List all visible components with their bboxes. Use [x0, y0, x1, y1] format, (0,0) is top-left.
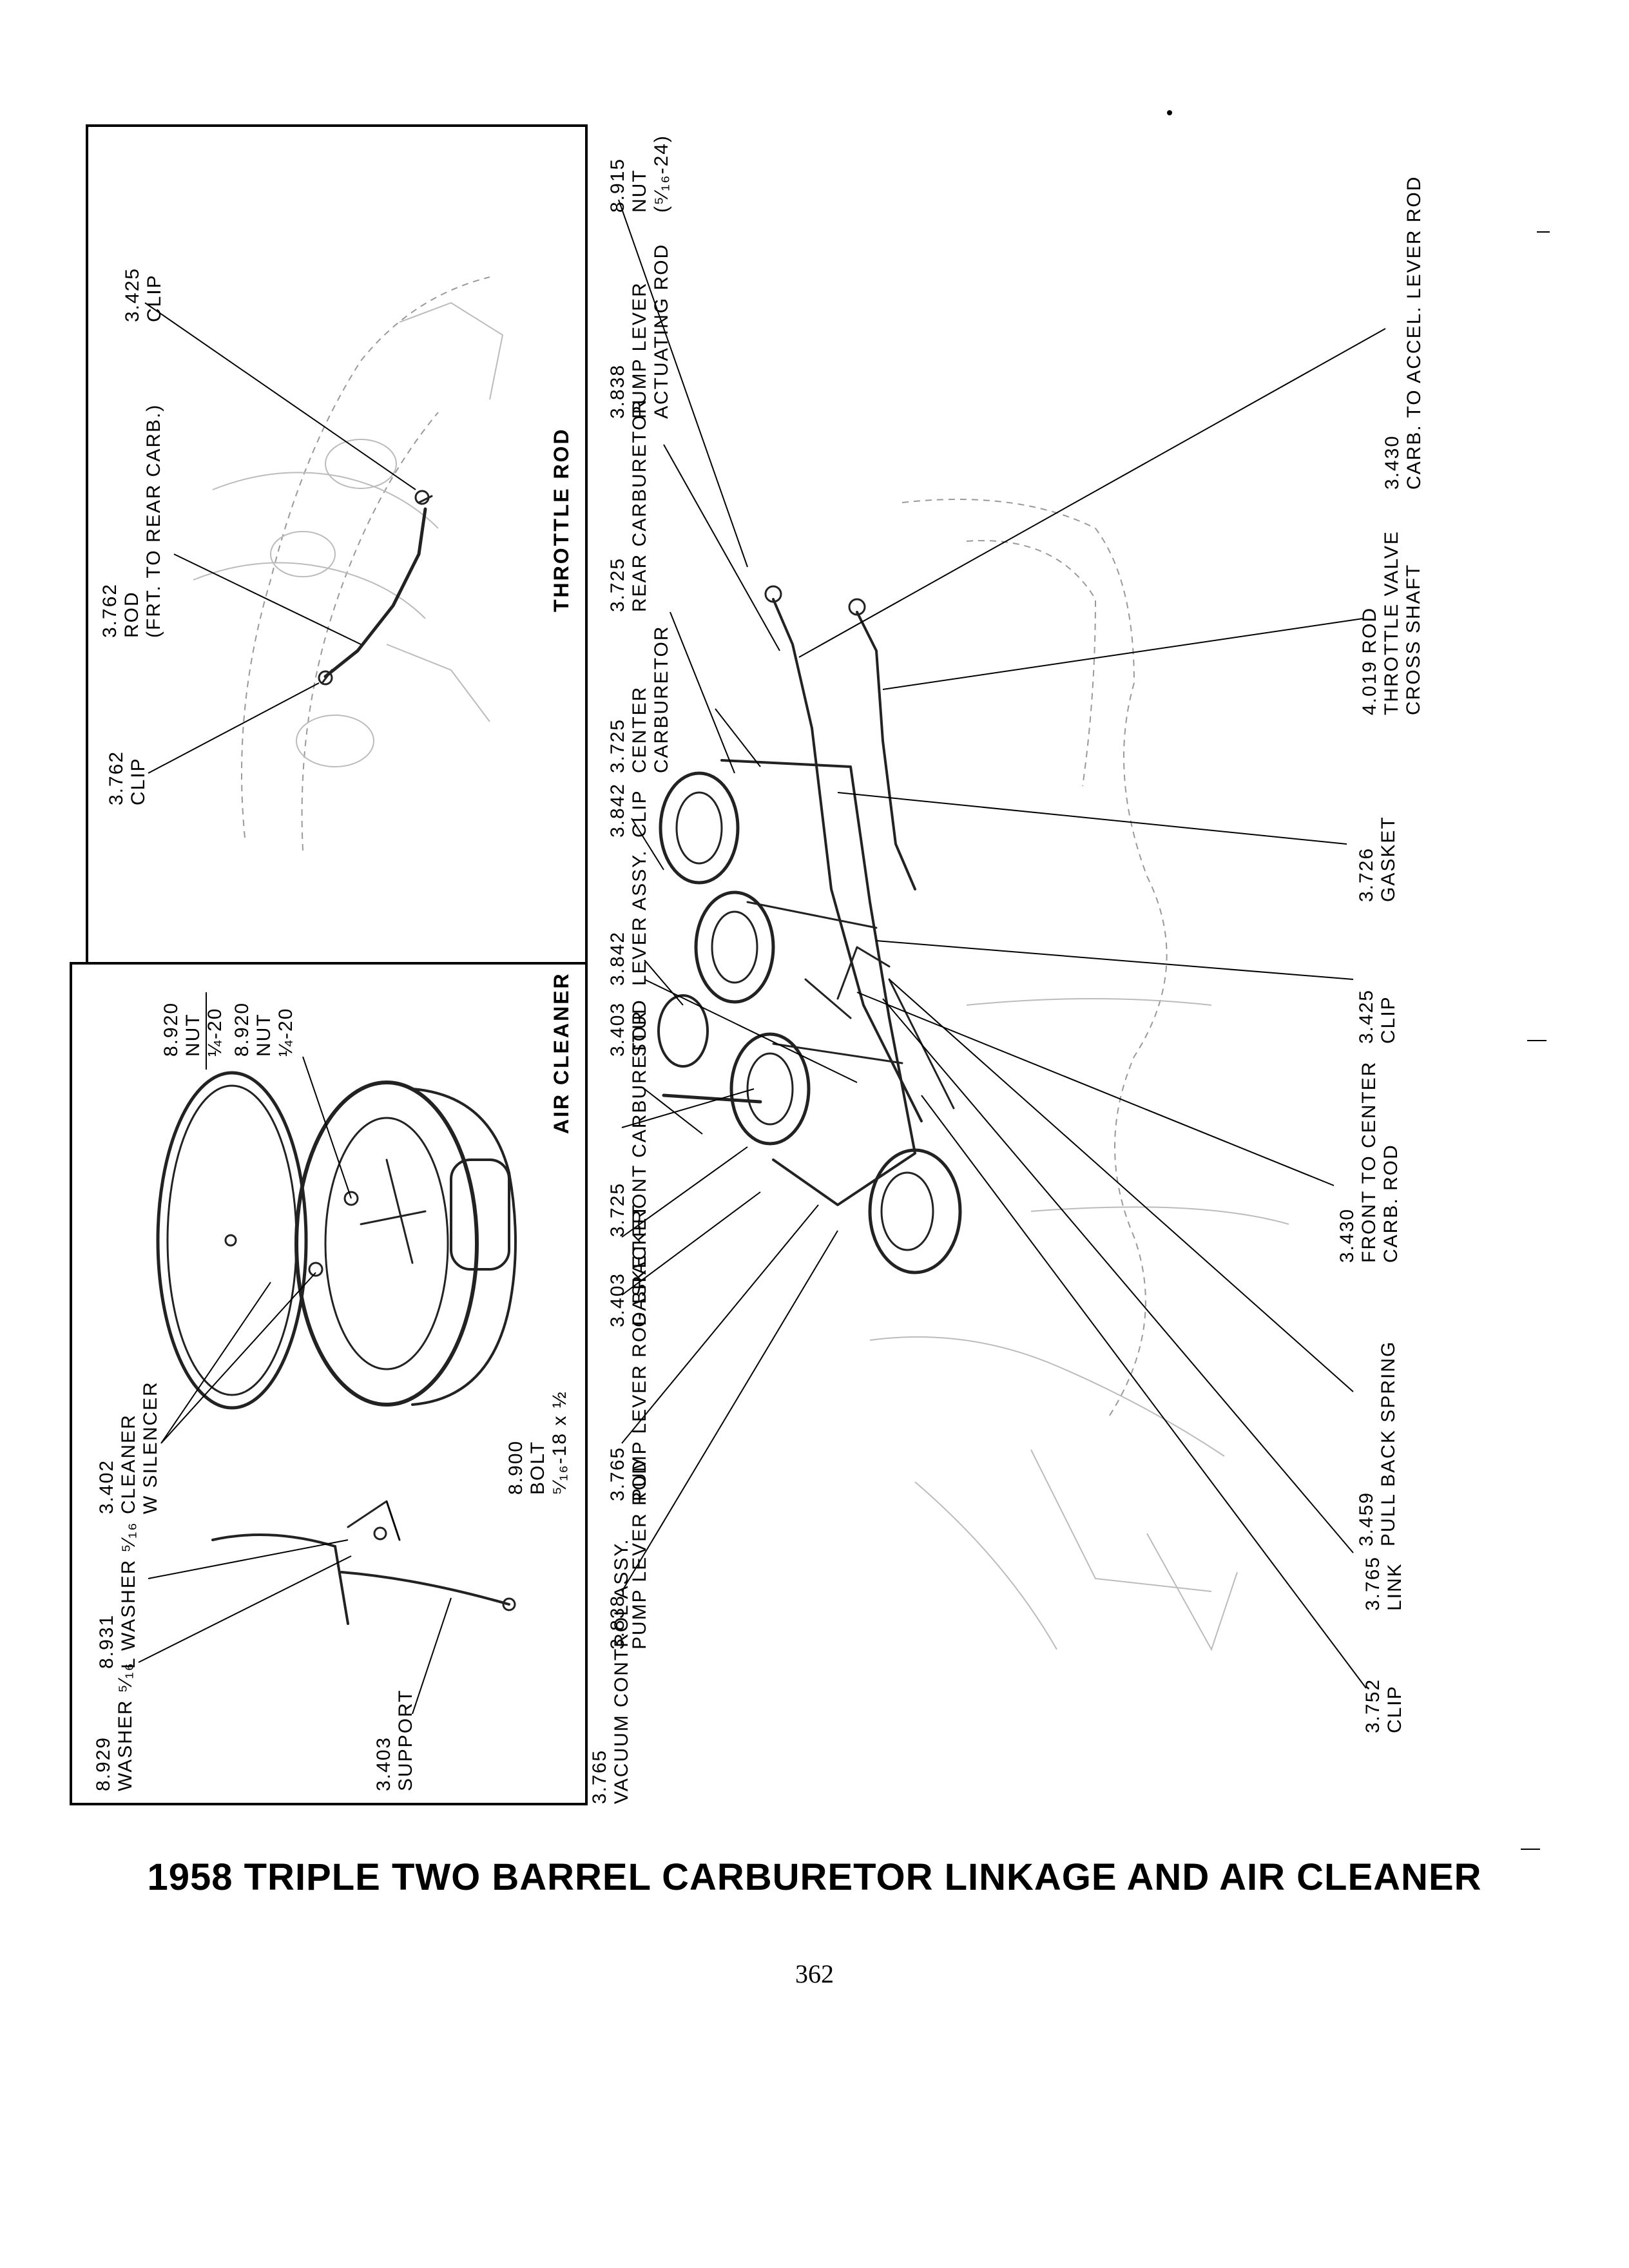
linkage-rods-sketch: [764, 585, 955, 1122]
label-3425-clip-right: 3.425CLIP: [1356, 989, 1399, 1044]
label-4019-cross-shaft: 4.019 RODTHROTTLE VALVECROSS SHAFT: [1359, 530, 1424, 715]
label-3762-clip: 3.762CLIP: [106, 751, 149, 805]
label-3403-support: 3.403SUPPORT: [373, 1689, 416, 1791]
label-8920-nut-b: 8.920NUT¼-20: [231, 1002, 296, 1057]
label-3725-front-carb: 3.725FRONT CARBURETOR: [607, 1010, 650, 1237]
label-8920-nut-a: 8.920NUT¼-20: [160, 1002, 226, 1057]
inset-frame-air-cleaner: [70, 962, 588, 1805]
label-3430-center-rod: 3.430FRONT TO CENTERCARB. ROD: [1336, 1061, 1402, 1263]
label-8929-washer: 8.929WASHER ⁵⁄₁₆: [93, 1662, 136, 1791]
label-3838-pump-lever: 3.838PUMP LEVERACTUATING ROD: [607, 244, 672, 419]
label-3765-bracket: 3.765PUMP LEVER ROD BRACKET: [607, 1204, 650, 1501]
engine-ghost-sketch: [193, 276, 504, 851]
label-3459-spring: 3.459PULL BACK SPRING: [1356, 1341, 1399, 1546]
label-3838-pump-lever-rod: 3.838PUMP LEVER ROD: [607, 1459, 650, 1649]
label-3725-center-carb: 3.725CENTERCARBURETOR: [607, 626, 672, 773]
label-3762-rod: 3.762ROD(FRT. TO REAR CARB.): [99, 404, 164, 638]
label-3403-stud: 3.403STUD: [607, 999, 650, 1057]
leader-lines: [138, 199, 1386, 1715]
label-8931-washer: 8.931L WASHER ⁵⁄₁₆: [96, 1522, 139, 1669]
label-8915-nut: 8.915NUT(⁵⁄₁₆-24): [607, 135, 672, 213]
figure-caption: 1958 TRIPLE TWO BARREL CARBURETOR LINKAG…: [147, 1856, 1482, 1898]
label-3752-clip: 3.752CLIP: [1362, 1678, 1405, 1733]
main-assembly-sketch: [869, 499, 1289, 1651]
label-3402-cleaner: 3.402CLEANERW SILENCER: [96, 1381, 161, 1514]
frame-title-air-cleaner: AIR CLEANER: [550, 972, 573, 1134]
label-3842-lever-assy: 3.842LEVER ASSY.: [607, 849, 650, 986]
label-3726-gasket: 3.726GASKET: [1356, 816, 1399, 902]
label-3842-clip: 3.842CLIP: [607, 783, 650, 838]
support-bracket-sketch: [211, 1500, 516, 1625]
label-3765-link: 3.765LINK: [1362, 1556, 1405, 1611]
label-3403-gasket: 3.403GASKET: [607, 1241, 650, 1327]
carburetors-sketch: [657, 759, 962, 1274]
label-8900-bolt: 8.900BOLT⁵⁄₁₆-18 x ½: [505, 1390, 570, 1495]
air-cleaner-sketch: [156, 1071, 517, 1410]
part-labels: 3.425CLIP 3.762ROD(FRT. TO REAR CARB.) 3…: [93, 135, 1425, 1804]
label-3430-accel-rod: 3.430CARB. TO ACCEL. LEVER ROD: [1382, 176, 1425, 490]
label-3425-clip-top: 3.425CLIP: [122, 267, 165, 322]
page-number: 362: [795, 1959, 834, 1988]
frame-title-throttle-rod: THROTTLE ROD: [550, 427, 573, 612]
label-3765-vacuum-control: 3.765VACUUM CONTROL ASSY.: [589, 1538, 632, 1804]
scan-marks: [1167, 110, 1550, 1850]
label-3725-rear-carb: 3.725REAR CARBURETOR: [607, 399, 650, 612]
front-to-rear-rod: [318, 490, 433, 686]
